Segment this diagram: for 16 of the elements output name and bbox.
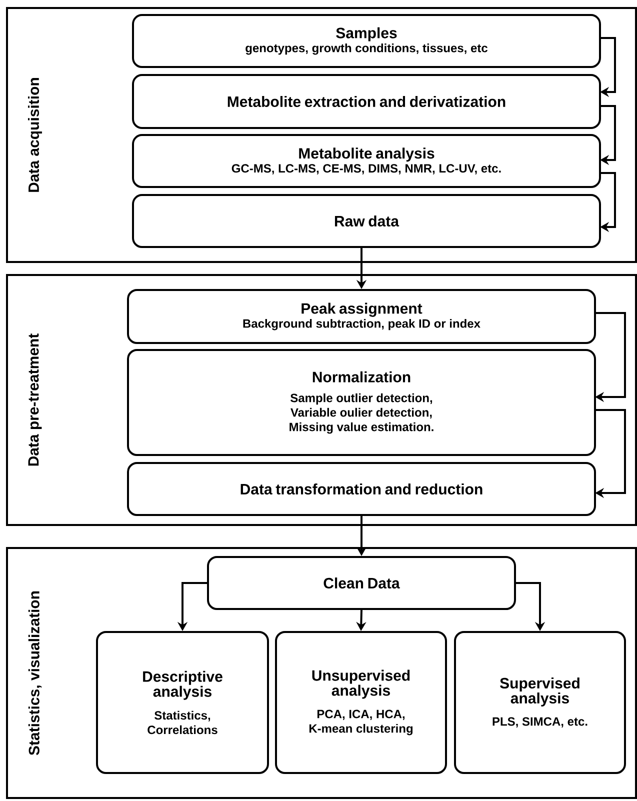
arrow [595, 409, 626, 498]
process-box: Unsupervised analysis PCA, ICA, HCA, K-mean clustering [275, 631, 447, 774]
process-box: Supervised analysis PLS, SIMCA, etc. [454, 631, 626, 774]
arrow [600, 172, 616, 232]
process-box: Raw data [132, 194, 601, 248]
arrow [595, 312, 626, 402]
process-box: Peak assignment Background subtraction, peak ID or index [127, 289, 596, 344]
process-box: Data transformation and reduction [127, 462, 596, 516]
process-box: Samples genotypes, growth conditions, tissues, etc [132, 14, 601, 68]
process-box: Descriptive analysis Statistics, Correlations [96, 631, 269, 774]
arrow [600, 105, 616, 166]
process-box: Normalization Sample outlier detection, Variable oulier detection, Missing value estimation. [127, 349, 596, 456]
process-box: Metabolite extraction and derivatization [132, 74, 601, 129]
arrow [600, 37, 616, 98]
process-box: Metabolite analysis GC-MS, LC-MS, CE-MS, DIMS, NMR, LC-UV, etc. [132, 134, 601, 188]
process-box: Clean Data [207, 556, 516, 610]
